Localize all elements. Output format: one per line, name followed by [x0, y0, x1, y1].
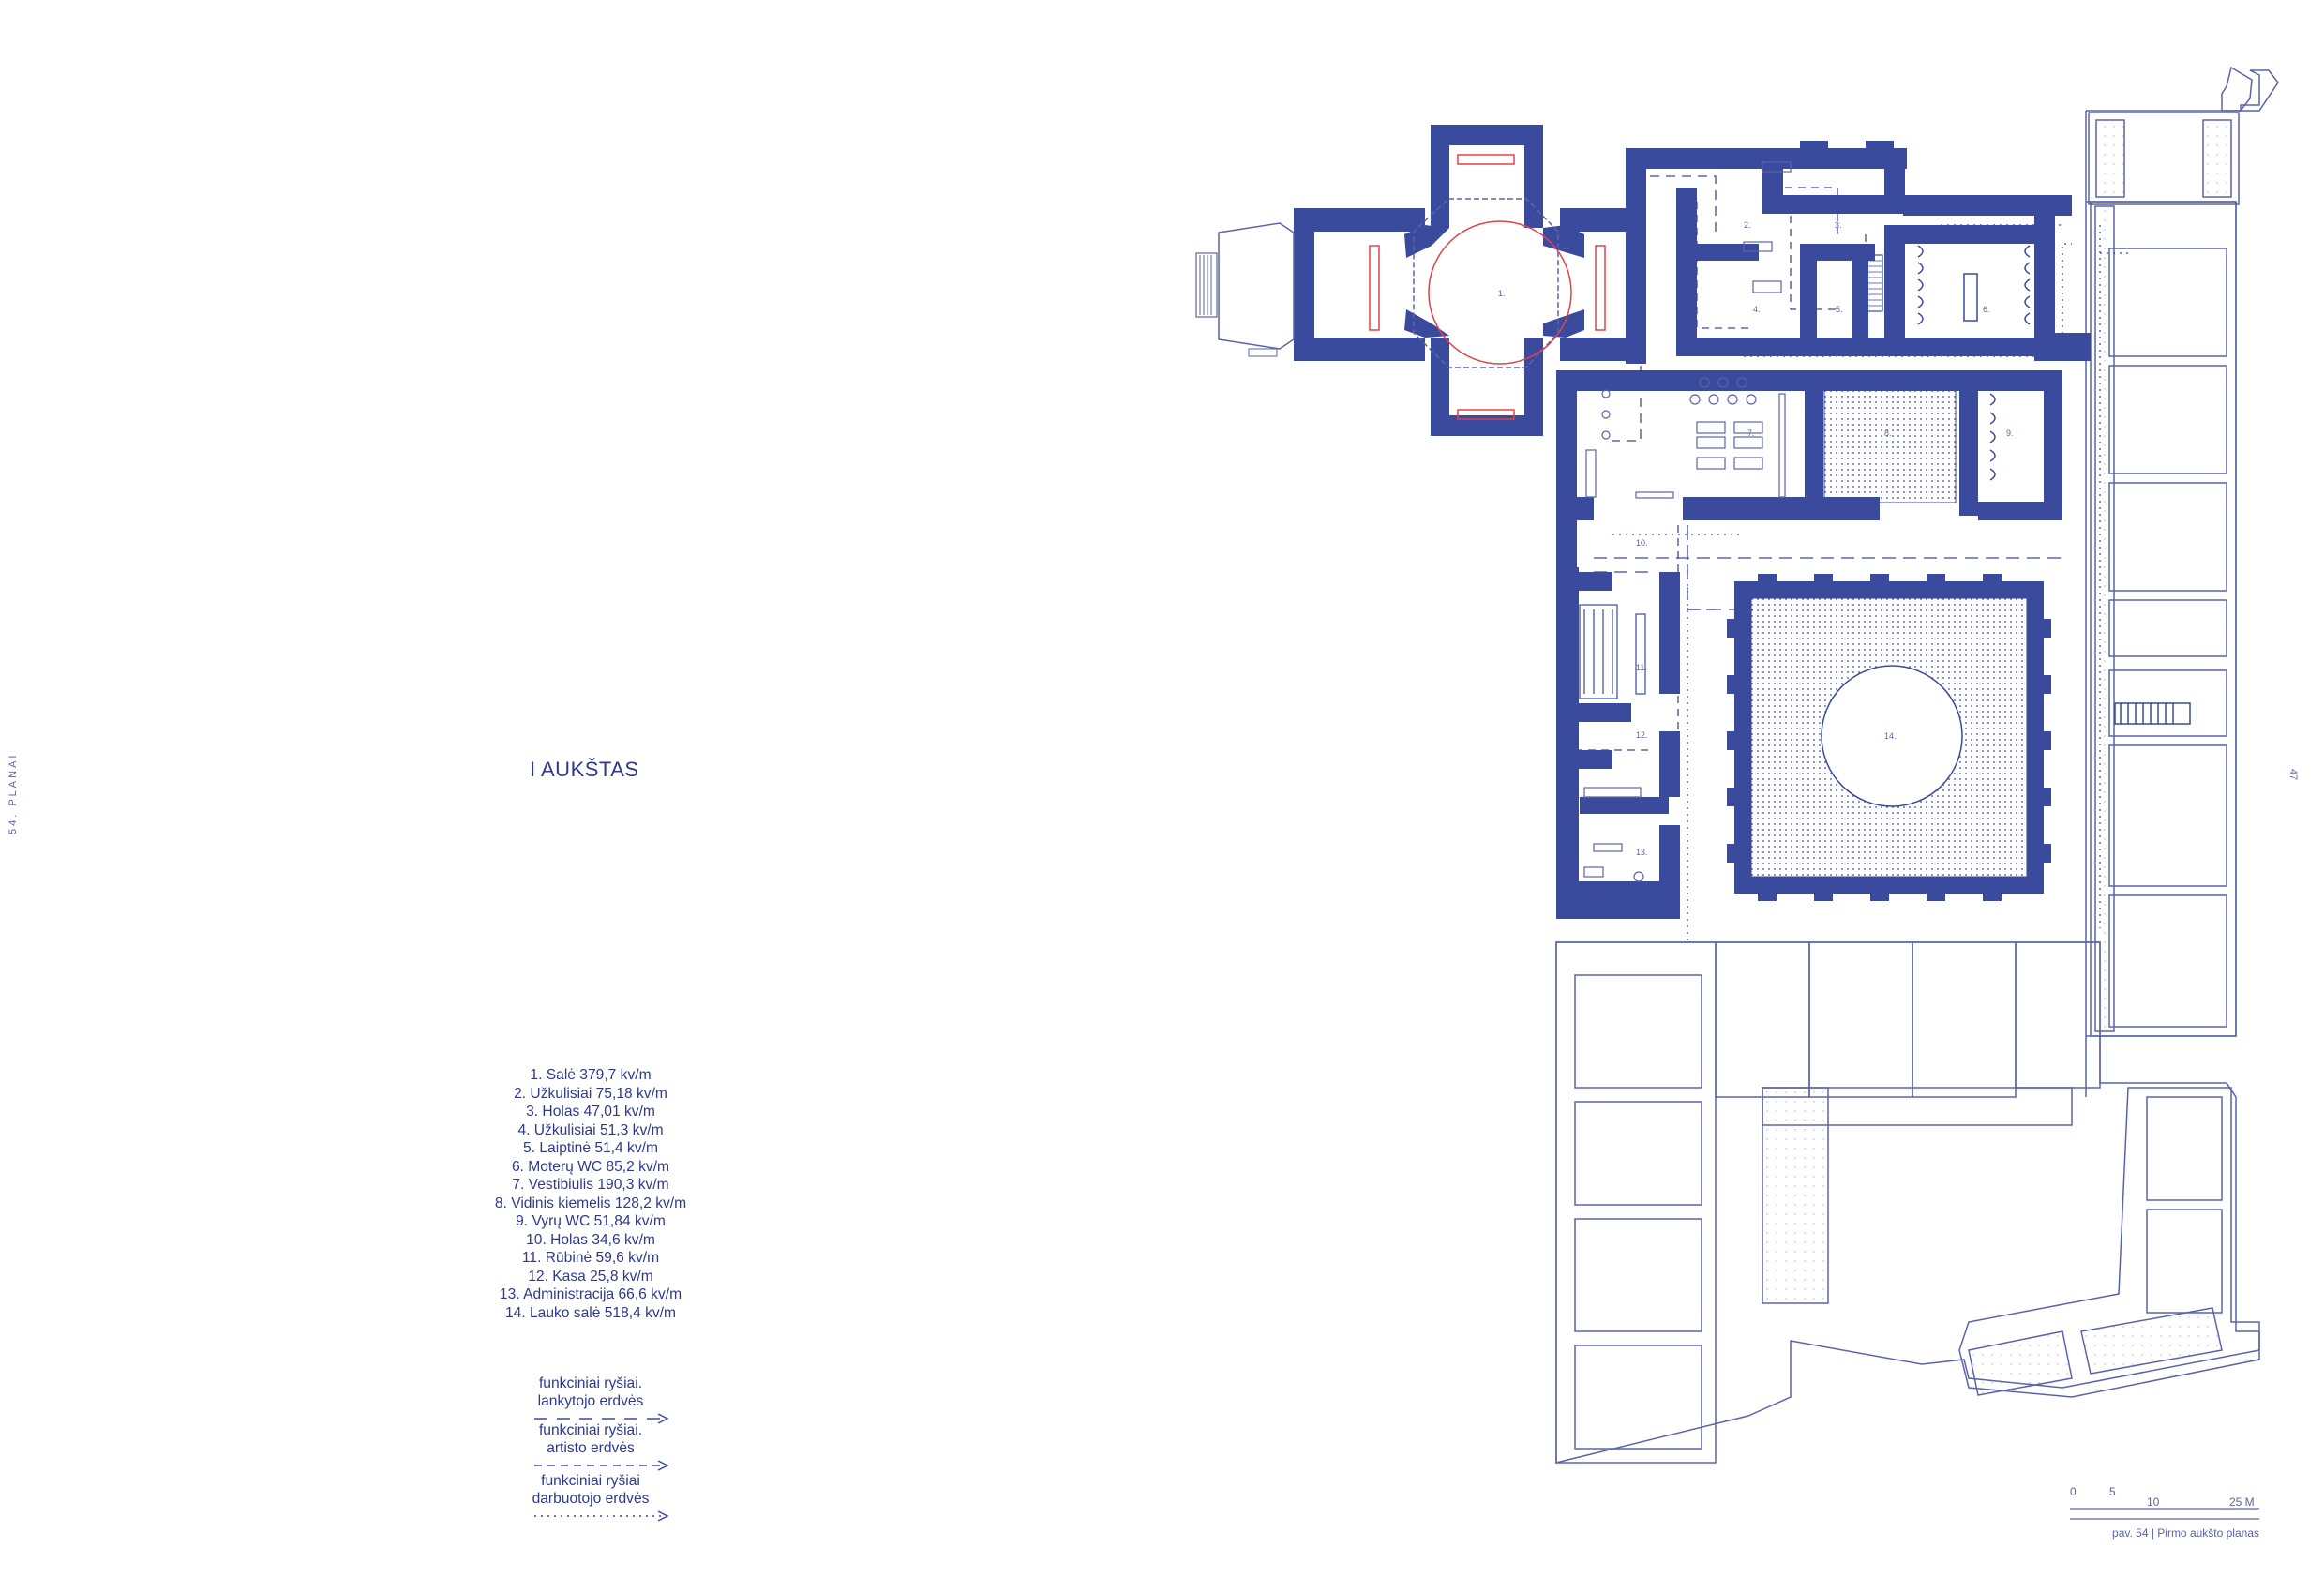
room-list-item: 6. Moterų WC 85,2 kv/m	[511, 1158, 670, 1175]
room-number-label: 11.	[1636, 663, 1647, 672]
legend-staff: funkciniai ryšiai darbuotojo erdvės	[487, 1472, 694, 1523]
room-number-label: 5.	[1836, 305, 1843, 314]
room-list-item: 11. Rūbinė 59,6 kv/m	[521, 1250, 660, 1266]
room-list-item: 10. Holas 34,6 kv/m	[526, 1231, 655, 1248]
room-list-item: 5. Laiptinė 51,4 kv/m	[523, 1140, 658, 1156]
room-number-label: 9.	[2006, 428, 2014, 438]
scale-tick-label: 25 M	[2229, 1495, 2255, 1509]
circulation-lines	[1575, 175, 2128, 942]
existing-building-outline	[1555, 66, 2279, 1464]
building-walls	[1294, 125, 2091, 919]
legend-label: lankytojo erdvės	[537, 1393, 644, 1409]
room-number-label: 6.	[1983, 305, 1990, 314]
figure-caption: pav. 54 | Pirmo aukšto planas	[2112, 1526, 2259, 1540]
legend-long-dash-arrow-icon	[534, 1413, 669, 1424]
room-list-item: 12. Kasa 25,8 kv/m	[528, 1268, 653, 1285]
outdoor-hall-pilasters	[1727, 574, 2051, 901]
room-list-item: 2. Užkulisiai 75,18 kv/m	[514, 1085, 667, 1102]
room-number-label: 13.	[1636, 848, 1648, 857]
legend-label: funkciniai ryšiai.	[538, 1375, 643, 1391]
legend-dotted-arrow-icon	[534, 1510, 669, 1522]
room-number-label: 1.	[1498, 289, 1506, 298]
scale-tick-label: 0	[2070, 1485, 2077, 1498]
scale-tick-label: 10	[2147, 1495, 2160, 1509]
room-number-label: 14.	[1884, 731, 1897, 741]
scale-bar	[2070, 1508, 2259, 1520]
room-list-item: 13. Administracija 66,6 kv/m	[499, 1286, 682, 1302]
legend-artist: funkciniai ryšiai. artisto erdvės	[487, 1421, 694, 1472]
room-number-label: 7.	[1747, 428, 1755, 438]
room-list-item: 3. Holas 47,01 kv/m	[526, 1104, 655, 1120]
legend-dash-arrow-icon	[534, 1460, 669, 1471]
room-list-item: 1. Salė 379,7 kv/m	[530, 1067, 652, 1083]
room-list-item: 7. Vestibiulis 190,3 kv/m	[512, 1177, 669, 1193]
room-number-label: 8.	[1884, 428, 1892, 438]
room-number-label: 12.	[1636, 730, 1648, 740]
legend-visitor: funkciniai ryšiai. lankytojo erdvės	[487, 1375, 694, 1425]
room-list-item: 9. Vyrų WC 51,84 kv/m	[516, 1213, 666, 1229]
legend-label: darbuotojo erdvės	[532, 1491, 650, 1507]
room-list-item: 4. Užkulisiai 51,3 kv/m	[517, 1121, 664, 1138]
room-number-label: 3.	[1835, 220, 1842, 230]
floor-title: I AUKŠTAS	[530, 758, 639, 781]
room-list-item: 8. Vidinis kiemelis 128,2 kv/m	[494, 1195, 687, 1211]
scale-tick-label: 5	[2109, 1485, 2116, 1498]
room-interiors	[1195, 154, 2031, 882]
room-list: 1. Salė 379,7 kv/m 2. Užkulisiai 75,18 k…	[450, 1066, 731, 1322]
legend-label: artisto erdvės	[547, 1440, 635, 1456]
room-number-label: 2.	[1744, 220, 1751, 230]
legend-label: funkciniai ryšiai	[541, 1473, 640, 1489]
room-number-label: 4.	[1753, 305, 1761, 314]
room-number-label: 10.	[1636, 538, 1648, 548]
room-list-item: 14. Lauko salė 518,4 kv/m	[504, 1304, 677, 1321]
legend-label: funkciniai ryšiai.	[538, 1422, 643, 1438]
scale-labels: 0 5 10 25 M	[2070, 1485, 2255, 1509]
room-number-labels: 1. 2. 3. 4. 5. 6. 7. 8. 9. 10. 11. 12. 1…	[1498, 220, 2014, 857]
